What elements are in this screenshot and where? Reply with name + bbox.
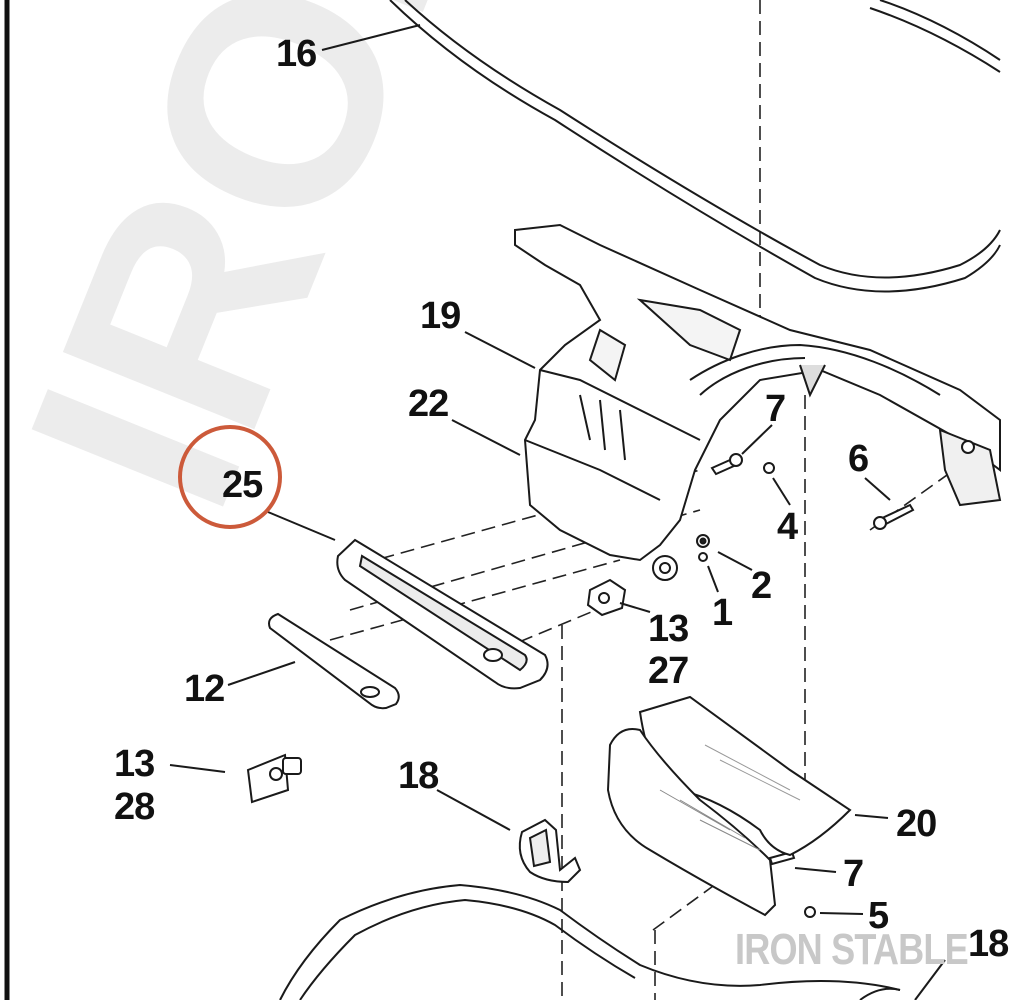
part-25-handle-bezel [336,538,549,690]
callout-12: 12 [184,668,225,710]
diagram-drawing [4,0,1002,1000]
callout-25: 25 [222,464,263,506]
callout-27: 27 [648,650,689,692]
callout-18-edge: 18 [968,923,1009,965]
part-18-latch-hook [518,818,582,884]
callout-7-top: 7 [765,388,786,430]
highlight-circle [178,425,282,529]
callout-13-upper: 13 [648,608,689,650]
part-19-mounting-bracket [514,223,1002,581]
watermark-text: IRON STABLE [735,925,969,974]
callout-18-mid: 18 [398,755,439,797]
callout-28: 28 [114,786,155,828]
callout-19: 19 [420,295,461,337]
callout-16: 16 [276,33,317,75]
callout-20: 20 [896,803,937,845]
callout-22: 22 [408,383,449,425]
part-13-27-lock-mechanism [586,578,627,617]
callout-2: 2 [751,565,772,607]
callout-5: 5 [868,895,889,937]
callout-7-bottom: 7 [843,853,864,895]
part-12-handle [268,612,400,710]
part-20-heat-shield [606,695,852,917]
part-13-28-lock-cylinder [246,753,302,804]
callout-13-lower: 13 [114,743,155,785]
part-16-lid-seal [389,0,1001,293]
callout-1: 1 [712,592,733,634]
lower-case-outline [279,883,901,1000]
callout-6: 6 [848,438,869,480]
callout-4: 4 [777,506,798,548]
leader-lines [169,24,946,1000]
fasteners [696,453,915,918]
